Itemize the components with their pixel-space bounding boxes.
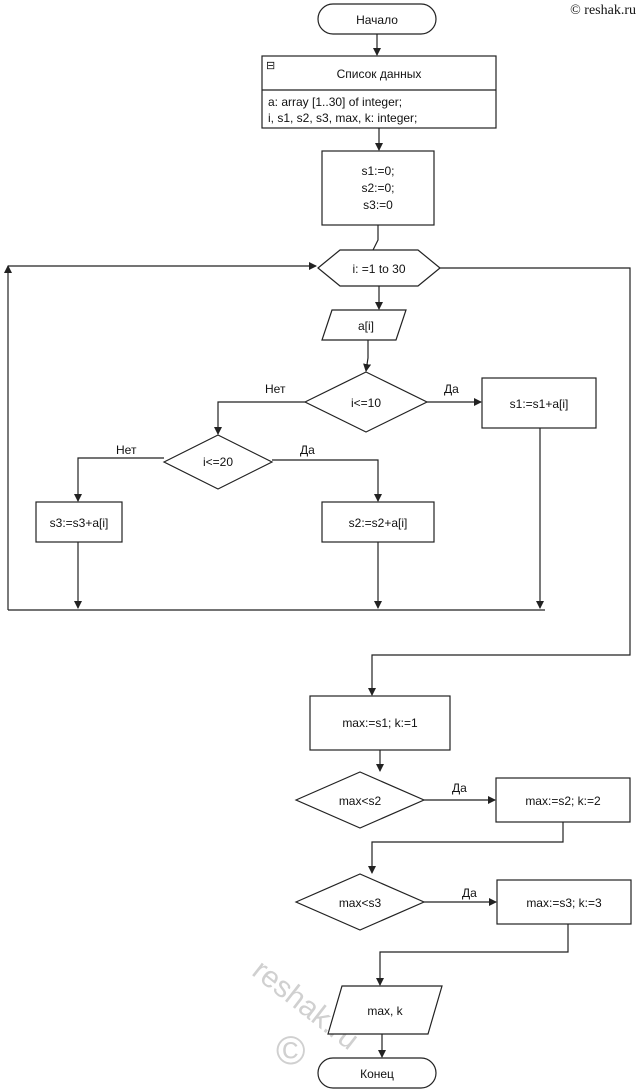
data-list-line: i, s1, s2, s3, max, k: integer; (268, 111, 417, 125)
s1-update-block: s1:=s1+a[i] (481, 377, 597, 429)
s2-update-block: s2:=s2+a[i] (321, 501, 435, 543)
loop-label: i: =1 to 30 (352, 262, 405, 276)
cond3-yes-label: Да (452, 781, 467, 795)
start-terminator: Начало (317, 3, 437, 35)
connector (363, 340, 372, 372)
set-k2-block: max:=s2; k:=2 (495, 777, 631, 823)
connector (371, 225, 379, 253)
output-label: max, k (367, 1004, 403, 1018)
set-k3-block: max:=s3; k:=3 (496, 879, 632, 925)
data-list-block: ⊟ Список данных a: array [1..30] of inte… (261, 55, 497, 129)
cond1-no-label: Нет (265, 382, 286, 396)
init-line: s3:=0 (363, 198, 393, 212)
cond1-yes-label: Да (444, 382, 459, 396)
loop-exit-connector (368, 267, 631, 696)
init-line: s2:=0; (361, 181, 394, 195)
init-block: s1:=0; s2:=0; s3:=0 (321, 150, 435, 226)
max-init-block: max:=s1; k:=1 (309, 695, 451, 751)
input-block: a[i] (321, 309, 407, 341)
s3-update-label: s3:=s3+a[i] (50, 516, 109, 530)
cond3-label: max<s2 (339, 794, 382, 808)
cond2-yes-label: Да (300, 443, 315, 457)
start-label: Начало (356, 13, 398, 27)
end-terminator: Конец (317, 1057, 437, 1089)
s3-update-block: s3:=s3+a[i] (35, 501, 123, 543)
connector (376, 924, 569, 986)
output-block: max, k (327, 985, 443, 1035)
cond4-yes-label: Да (462, 886, 477, 900)
connector (368, 822, 564, 874)
cond2-diamond: i<=20 (162, 434, 274, 490)
data-list-header: Список данных (337, 67, 422, 81)
end-label: Конец (360, 1067, 394, 1081)
collapse-icon: ⊟ (266, 60, 275, 72)
cond4-label: max<s3 (339, 896, 382, 910)
connector (214, 401, 305, 435)
input-label: a[i] (358, 319, 374, 333)
loop-hexagon: i: =1 to 30 (317, 249, 441, 287)
copyright-text: © reshak.ru (570, 3, 636, 18)
connector (74, 457, 164, 502)
cond2-label: i<=20 (203, 455, 233, 469)
cond4-diamond: max<s3 (294, 873, 426, 931)
max-init-label: max:=s1; k:=1 (342, 716, 418, 730)
set-k3-label: max:=s3; k:=3 (526, 896, 602, 910)
cond1-label: i<=10 (351, 396, 381, 410)
s2-update-label: s2:=s2+a[i] (349, 516, 408, 530)
s1-update-label: s1:=s1+a[i] (510, 397, 569, 411)
data-list-line: a: array [1..30] of integer; (268, 95, 402, 109)
init-line: s1:=0; (361, 164, 394, 178)
connector (272, 459, 382, 502)
set-k2-label: max:=s2; k:=2 (525, 794, 601, 808)
watermark-symbol: © (276, 1029, 305, 1073)
cond3-diamond: max<s2 (294, 771, 426, 829)
cond2-no-label: Нет (116, 443, 137, 457)
cond1-diamond: i<=10 (303, 371, 429, 433)
